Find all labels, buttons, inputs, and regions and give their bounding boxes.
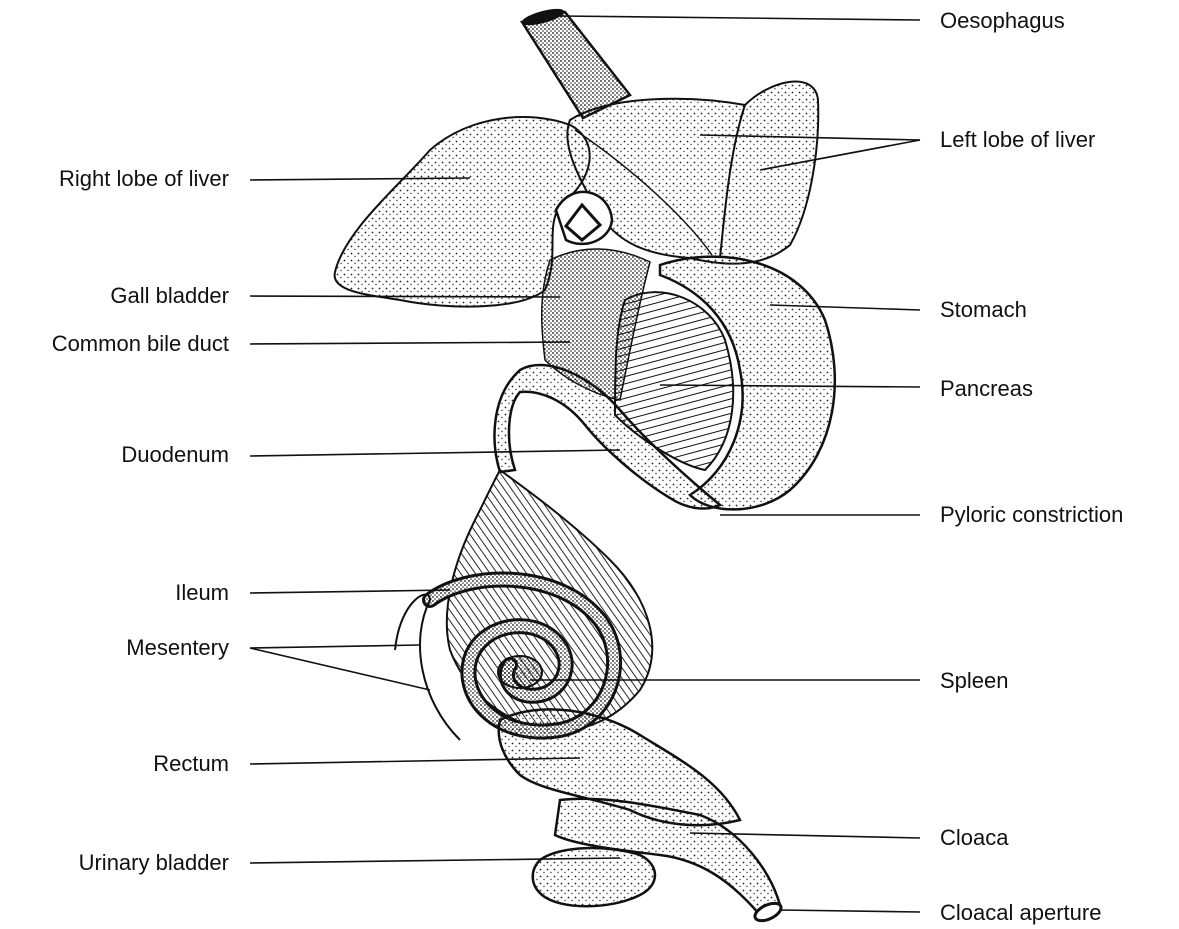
leader-duodenum bbox=[250, 450, 620, 456]
leader-oesophagus bbox=[560, 16, 920, 20]
urinary-bladder-shape bbox=[533, 848, 655, 906]
leader-mesentery-2 bbox=[250, 648, 430, 690]
label-common-bile-duct: Common bile duct bbox=[52, 331, 229, 357]
label-gall-bladder: Gall bladder bbox=[110, 283, 229, 309]
label-oesophagus: Oesophagus bbox=[940, 8, 1065, 34]
label-urinary-bladder: Urinary bladder bbox=[79, 850, 229, 876]
leader-cloacal-aperture bbox=[780, 910, 920, 912]
label-left-lobe-of-liver: Left lobe of liver bbox=[940, 127, 1095, 153]
label-cloaca: Cloaca bbox=[940, 825, 1008, 851]
leader-ileum bbox=[250, 590, 450, 593]
leader-gall-bladder bbox=[250, 296, 560, 297]
label-right-lobe-of-liver: Right lobe of liver bbox=[59, 166, 229, 192]
label-spleen: Spleen bbox=[940, 668, 1009, 694]
spleen-shape bbox=[498, 656, 542, 688]
label-cloacal-aperture: Cloacal aperture bbox=[940, 900, 1101, 926]
label-duodenum: Duodenum bbox=[121, 442, 229, 468]
leader-bile-duct bbox=[250, 342, 570, 344]
label-ileum: Ileum bbox=[175, 580, 229, 606]
label-rectum: Rectum bbox=[153, 751, 229, 777]
label-mesentery: Mesentery bbox=[126, 635, 229, 661]
label-stomach: Stomach bbox=[940, 297, 1027, 323]
oesophagus-shape bbox=[520, 6, 630, 118]
gall-bladder-shape bbox=[556, 192, 612, 244]
label-pyloric-constriction: Pyloric constriction bbox=[940, 502, 1123, 528]
label-pancreas: Pancreas bbox=[940, 376, 1033, 402]
